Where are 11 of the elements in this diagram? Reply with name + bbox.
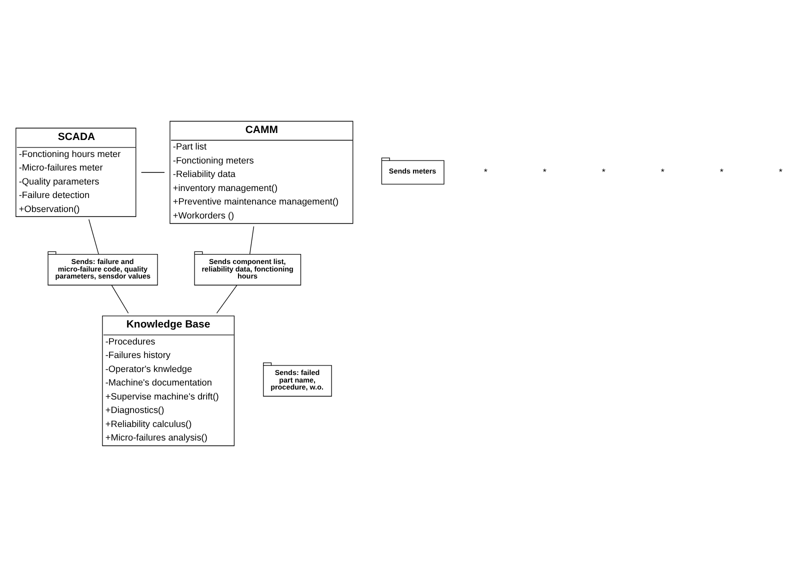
label: * <box>720 166 724 177</box>
connector <box>216 284 238 314</box>
connector <box>140 172 165 173</box>
label: * <box>542 166 546 177</box>
connector <box>111 284 129 314</box>
label: * <box>484 166 488 177</box>
label: * <box>602 166 606 177</box>
label: * <box>778 166 782 177</box>
connector <box>88 219 99 255</box>
connector <box>249 226 254 255</box>
label: * <box>660 166 664 177</box>
